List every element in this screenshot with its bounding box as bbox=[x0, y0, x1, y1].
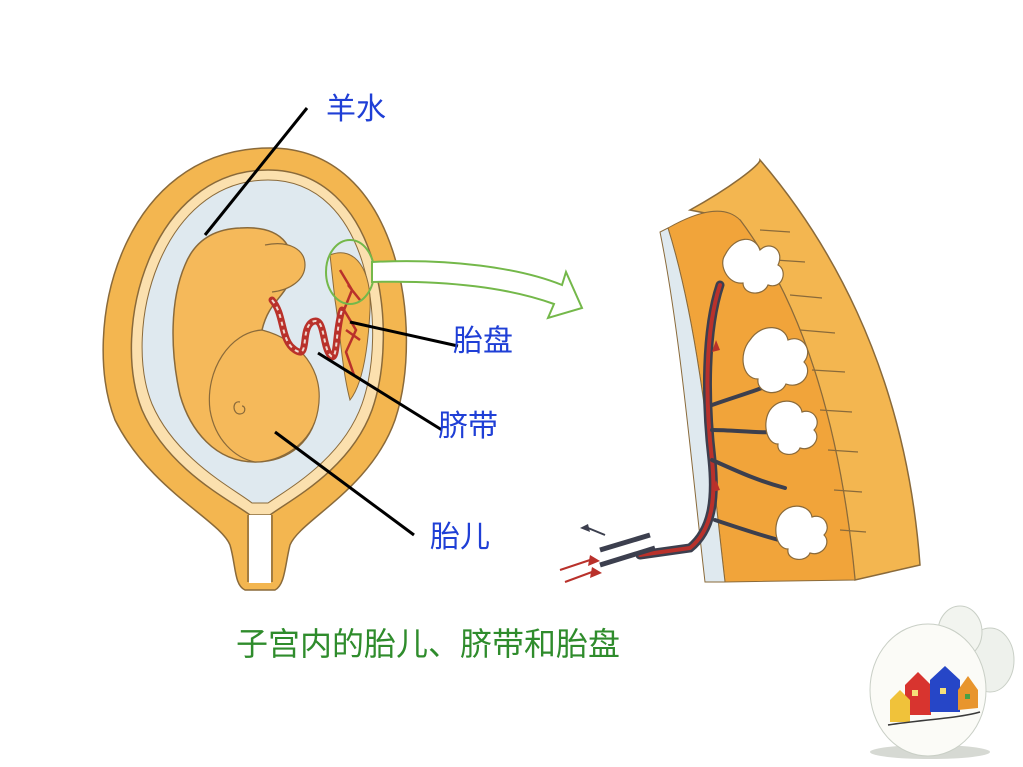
flow-arrow bbox=[559, 559, 593, 583]
decidua-striations bbox=[759, 229, 867, 533]
fetus-ear bbox=[233, 401, 246, 415]
label-fetus: 胎儿 bbox=[430, 520, 490, 555]
placenta-vessels bbox=[338, 269, 361, 376]
flow-arrow-head bbox=[580, 524, 590, 532]
flow-arrow-head bbox=[588, 555, 600, 566]
label-amniotic-fluid: 羊水 bbox=[326, 92, 386, 127]
pointer-line-umbilical bbox=[317, 351, 443, 432]
pointer-line-placenta bbox=[349, 320, 459, 348]
fetal-vessel-trunk-red bbox=[638, 283, 722, 557]
decorative-eggs bbox=[869, 605, 1015, 759]
maternal-vessel bbox=[599, 532, 656, 568]
fetus-limb bbox=[264, 243, 306, 293]
trunk-direction-arrow bbox=[712, 480, 720, 492]
fetus-head bbox=[208, 329, 320, 463]
label-placenta: 胎盘 bbox=[453, 324, 513, 359]
cervix bbox=[247, 515, 273, 582]
flow-arrow-head bbox=[590, 567, 602, 578]
uterus-illustration bbox=[102, 147, 408, 591]
umbilical-cord-stripe bbox=[271, 299, 343, 358]
diagram-caption: 子宫内的胎儿、脐带和胎盘 bbox=[236, 625, 621, 663]
villus-branch bbox=[710, 378, 802, 547]
flow-arrow-out bbox=[587, 527, 606, 536]
magnify-arrow bbox=[371, 260, 584, 320]
trunk-direction-arrow bbox=[712, 340, 720, 352]
label-umbilical-cord: 脐带 bbox=[438, 409, 498, 444]
chorionic-villus bbox=[722, 238, 828, 560]
pointer-line-fetus bbox=[274, 430, 415, 537]
painted-houses bbox=[887, 666, 981, 726]
placenta-cross-section bbox=[559, 157, 921, 583]
pointer-line-amniotic bbox=[203, 107, 309, 236]
